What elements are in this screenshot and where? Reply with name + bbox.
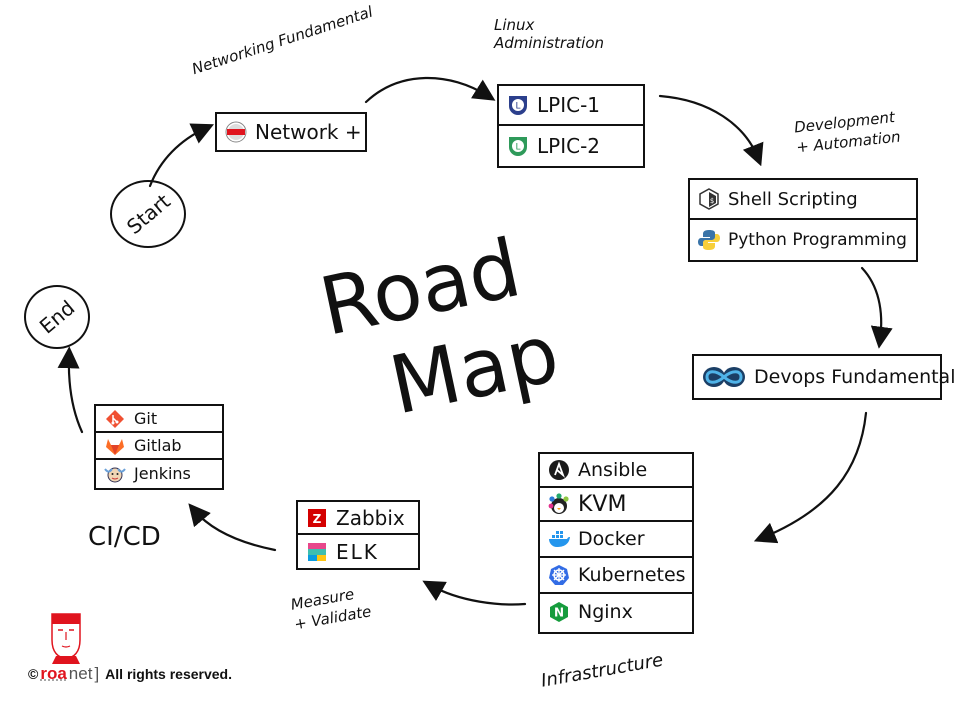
- rights-text: All rights reserved.: [105, 666, 232, 682]
- item-gitlab[interactable]: Gitlab: [96, 433, 222, 460]
- item-label: Docker: [578, 528, 645, 550]
- arrow-linux-to-dev: [658, 94, 764, 167]
- item-label: KVM: [578, 491, 627, 517]
- author-avatar: [48, 610, 84, 664]
- start-node: Start: [110, 180, 186, 248]
- arrow-measure-to-cicd: [188, 503, 277, 552]
- arrow-cicd-to-end: [57, 346, 84, 434]
- lpic2-badge-icon: L: [507, 135, 529, 157]
- item-label: ELK: [336, 539, 379, 564]
- brand-name-part1: roa: [40, 664, 67, 683]
- stage-box-devops: Devops Fundamental: [692, 354, 955, 400]
- item-nginx[interactable]: N Nginx: [540, 594, 692, 630]
- devops-infinity-icon: [702, 366, 746, 388]
- stage-box-networking: Network +: [215, 112, 367, 152]
- item-label: Network +: [255, 120, 362, 144]
- copyright-symbol: ©: [28, 666, 39, 682]
- elk-icon: [306, 541, 328, 563]
- arrow-infra-to-measure: [422, 580, 527, 606]
- item-label: Zabbix: [336, 505, 405, 530]
- item-docker[interactable]: Docker: [540, 522, 692, 558]
- item-label: LPIC-1: [537, 93, 601, 117]
- end-node: End: [24, 285, 90, 349]
- item-label: Shell Scripting: [728, 188, 858, 210]
- stage-label-text: Linux Administration: [494, 16, 605, 52]
- lpic1-badge-icon: L: [507, 94, 529, 116]
- stage-label-text: CI/CD: [88, 522, 161, 552]
- item-kvm[interactable]: KVM: [540, 488, 692, 522]
- item-network-plus[interactable]: Network +: [217, 114, 365, 150]
- item-elk[interactable]: ELK: [298, 535, 418, 568]
- item-label: Kubernetes: [578, 564, 686, 586]
- svg-text:N: N: [554, 606, 564, 620]
- arrow-dev-to-devops: [860, 266, 893, 349]
- author-face-icon: [51, 613, 81, 664]
- item-label: Gitlab: [134, 436, 182, 455]
- stage-label-networking: Networking Fundamental: [189, 2, 375, 79]
- item-devops-fundamental[interactable]: Devops Fundamental: [694, 356, 955, 398]
- stage-box-cicd: Git Gitlab Jenkins: [94, 404, 224, 490]
- bash-shell-icon: $: [698, 188, 720, 210]
- kvm-penguin-icon: [548, 493, 570, 515]
- item-label: Git: [134, 409, 158, 428]
- stage-box-measure: Z Zabbix ELK: [296, 500, 420, 570]
- stage-label-infrastructure: Infrastructure: [539, 649, 665, 692]
- item-shell-scripting[interactable]: $ Shell Scripting: [690, 180, 916, 220]
- stage-label-measure: Measure + Validate: [289, 582, 373, 635]
- item-lpic-2[interactable]: L LPIC-2: [499, 126, 643, 166]
- item-label: Nginx: [578, 601, 633, 623]
- svg-text:$: $: [710, 197, 714, 205]
- arrow-network-to-linux: [364, 76, 496, 104]
- comptia-network-plus-icon: [225, 121, 247, 143]
- item-label: Python Programming: [728, 230, 907, 250]
- stage-label-text: Networking Fundamental: [189, 2, 375, 79]
- stage-label-cicd: CI/CD: [88, 522, 161, 552]
- stage-label-development: Development + Automation: [793, 107, 901, 158]
- zabbix-icon: Z: [306, 507, 328, 529]
- item-lpic-1[interactable]: L LPIC-1: [499, 86, 643, 126]
- item-git[interactable]: Git: [96, 406, 222, 433]
- nginx-icon: N: [548, 601, 570, 623]
- arrow-start-to-network: [148, 123, 214, 188]
- arrow-devops-to-infra: [753, 411, 868, 544]
- kubernetes-helm-icon: [548, 564, 570, 586]
- brand-name-part2: net: [68, 664, 93, 683]
- item-kubernetes[interactable]: Kubernetes: [540, 558, 692, 594]
- item-jenkins[interactable]: Jenkins: [96, 460, 222, 487]
- item-ansible[interactable]: Ansible: [540, 454, 692, 488]
- stage-label-linux: Linux Administration: [494, 16, 614, 52]
- ansible-icon: [548, 459, 570, 481]
- item-zabbix[interactable]: Z Zabbix: [298, 502, 418, 535]
- item-label: LPIC-2: [537, 134, 601, 158]
- stage-box-linux: L LPIC-1 L LPIC-2: [497, 84, 645, 168]
- end-label: End: [34, 295, 80, 339]
- jenkins-icon: [104, 463, 126, 485]
- item-label: Ansible: [578, 459, 648, 481]
- start-label: Start: [121, 189, 175, 239]
- stage-box-infrastructure: Ansible KVM Docker Kubernetes N Nginx: [538, 452, 694, 634]
- item-label: Devops Fundamental: [754, 366, 956, 388]
- git-icon: [104, 408, 126, 430]
- stage-label-text: Infrastructure: [539, 649, 665, 692]
- svg-text:L: L: [515, 143, 520, 153]
- python-icon: [698, 229, 720, 251]
- docker-whale-icon: [548, 528, 570, 550]
- gitlab-fox-icon: [104, 435, 126, 457]
- svg-text:L: L: [515, 102, 520, 112]
- item-label: Jenkins: [134, 464, 191, 483]
- svg-text:Z: Z: [313, 512, 322, 526]
- brand-bracket: ]: [94, 664, 100, 683]
- stage-box-development: $ Shell Scripting Python Programming: [688, 178, 918, 262]
- item-python-programming[interactable]: Python Programming: [690, 220, 916, 260]
